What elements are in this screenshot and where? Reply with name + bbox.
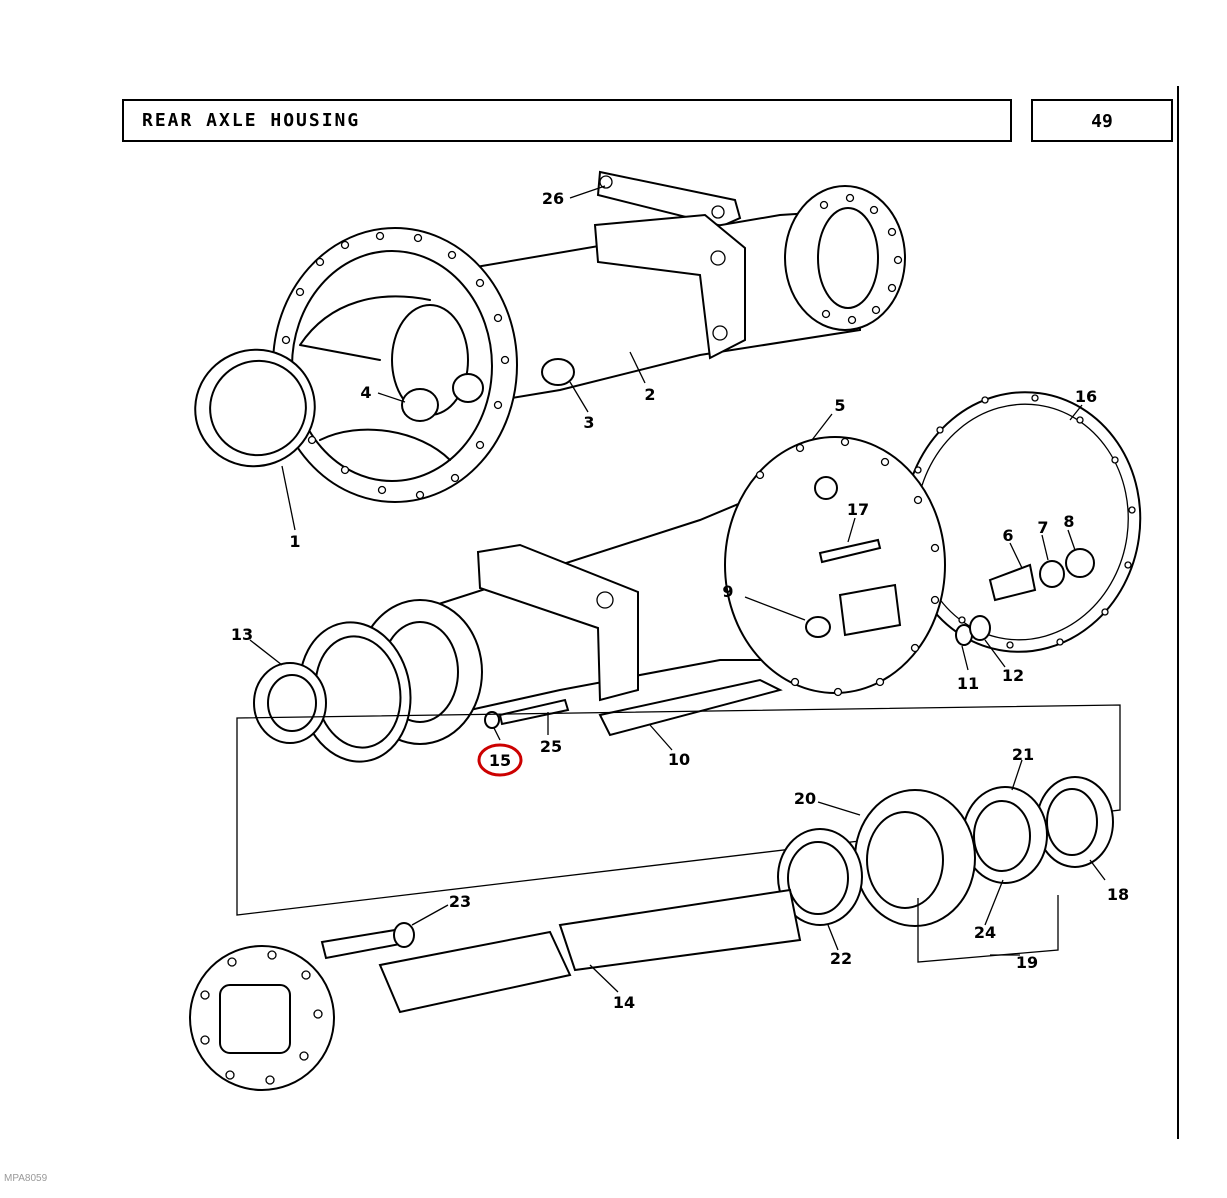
callout-7: 7: [1037, 518, 1048, 537]
upper-housing: [194, 170, 906, 503]
callout-23: 23: [449, 892, 471, 911]
callout-24: 24: [974, 923, 996, 942]
part-2-mount-pad: [593, 213, 746, 360]
part-14-hub-flange: [189, 945, 335, 1091]
callout-3: 3: [583, 413, 594, 432]
bracket-19: [917, 895, 1059, 963]
leader-lines: [249, 185, 1106, 993]
part-23-stud: [320, 928, 402, 960]
callout-15: 15: [489, 751, 511, 770]
page-number-box: 49: [1031, 99, 1173, 142]
callout-labels: 1 2 3 4 5 6 7 8 9 10 11 12 13 14 15 16 1…: [231, 189, 1129, 1012]
callout-5: 5: [834, 396, 845, 415]
part-7-washer: [1039, 560, 1065, 588]
callout-20: 20: [794, 789, 816, 808]
callout-17: 17: [847, 500, 869, 519]
axle-shaft: [189, 888, 802, 1091]
part-18-ring: [1036, 776, 1114, 868]
callout-13: 13: [231, 625, 253, 644]
part-25-bolt: [498, 698, 570, 726]
part-5-mount-pad: [476, 543, 639, 702]
part-14-shaft-splined: [558, 888, 802, 972]
callout-6: 6: [1002, 526, 1013, 545]
highlight-circle: [477, 743, 523, 777]
hub-bolt-holes: [200, 950, 323, 1085]
page-number: 49: [1091, 111, 1113, 132]
page-border-right: [1177, 86, 1179, 1139]
part-3-plug: [541, 358, 575, 386]
callout-14: 14: [613, 993, 635, 1012]
part-14-shaft-inner: [378, 930, 572, 1014]
callout-18: 18: [1107, 885, 1129, 904]
part-15-washer: [484, 711, 500, 729]
callout-2: 2: [644, 385, 655, 404]
main-flange-bolt-holes: [281, 231, 510, 500]
part-6-shaft: [988, 563, 1037, 602]
title-box: REAR AXLE HOUSING: [122, 99, 1012, 142]
part-17-bolt: [818, 538, 882, 564]
callout-11: 11: [957, 674, 979, 693]
callout-8: 8: [1063, 512, 1074, 531]
part-8-bearing: [1065, 548, 1095, 578]
callout-4: 4: [360, 383, 371, 402]
callout-10: 10: [668, 750, 690, 769]
part-1-ring: [194, 348, 316, 468]
callout-9: 9: [722, 582, 733, 601]
part-10-shaft: [598, 678, 783, 737]
callout-12: 12: [1002, 666, 1024, 685]
page-title: REAR AXLE HOUSING: [142, 110, 361, 131]
part-2-main-flange: [272, 227, 518, 503]
nut: [814, 476, 838, 500]
footer-code: MPA8059: [4, 1173, 48, 1184]
callout-19: 19: [1016, 953, 1038, 972]
callout-21: 21: [1012, 745, 1034, 764]
callout-25: 25: [540, 737, 562, 756]
flange-5-bolt-holes: [755, 437, 940, 697]
bearing-assembly: [777, 776, 1114, 927]
part-9-pin: [805, 616, 831, 638]
part-12-bearing: [969, 615, 991, 641]
callout-22: 22: [830, 949, 852, 968]
assembly-box-outline: [236, 704, 1121, 916]
callout-16: 16: [1075, 387, 1097, 406]
callout-26: 26: [542, 189, 564, 208]
flange-bolt-holes: [819, 193, 903, 325]
part-2-right-flange: [784, 185, 906, 331]
lower-housing: [253, 391, 1142, 763]
callout-1: 1: [289, 532, 300, 551]
part-26-bracket: [596, 170, 742, 228]
part-4-plug: [401, 388, 439, 422]
